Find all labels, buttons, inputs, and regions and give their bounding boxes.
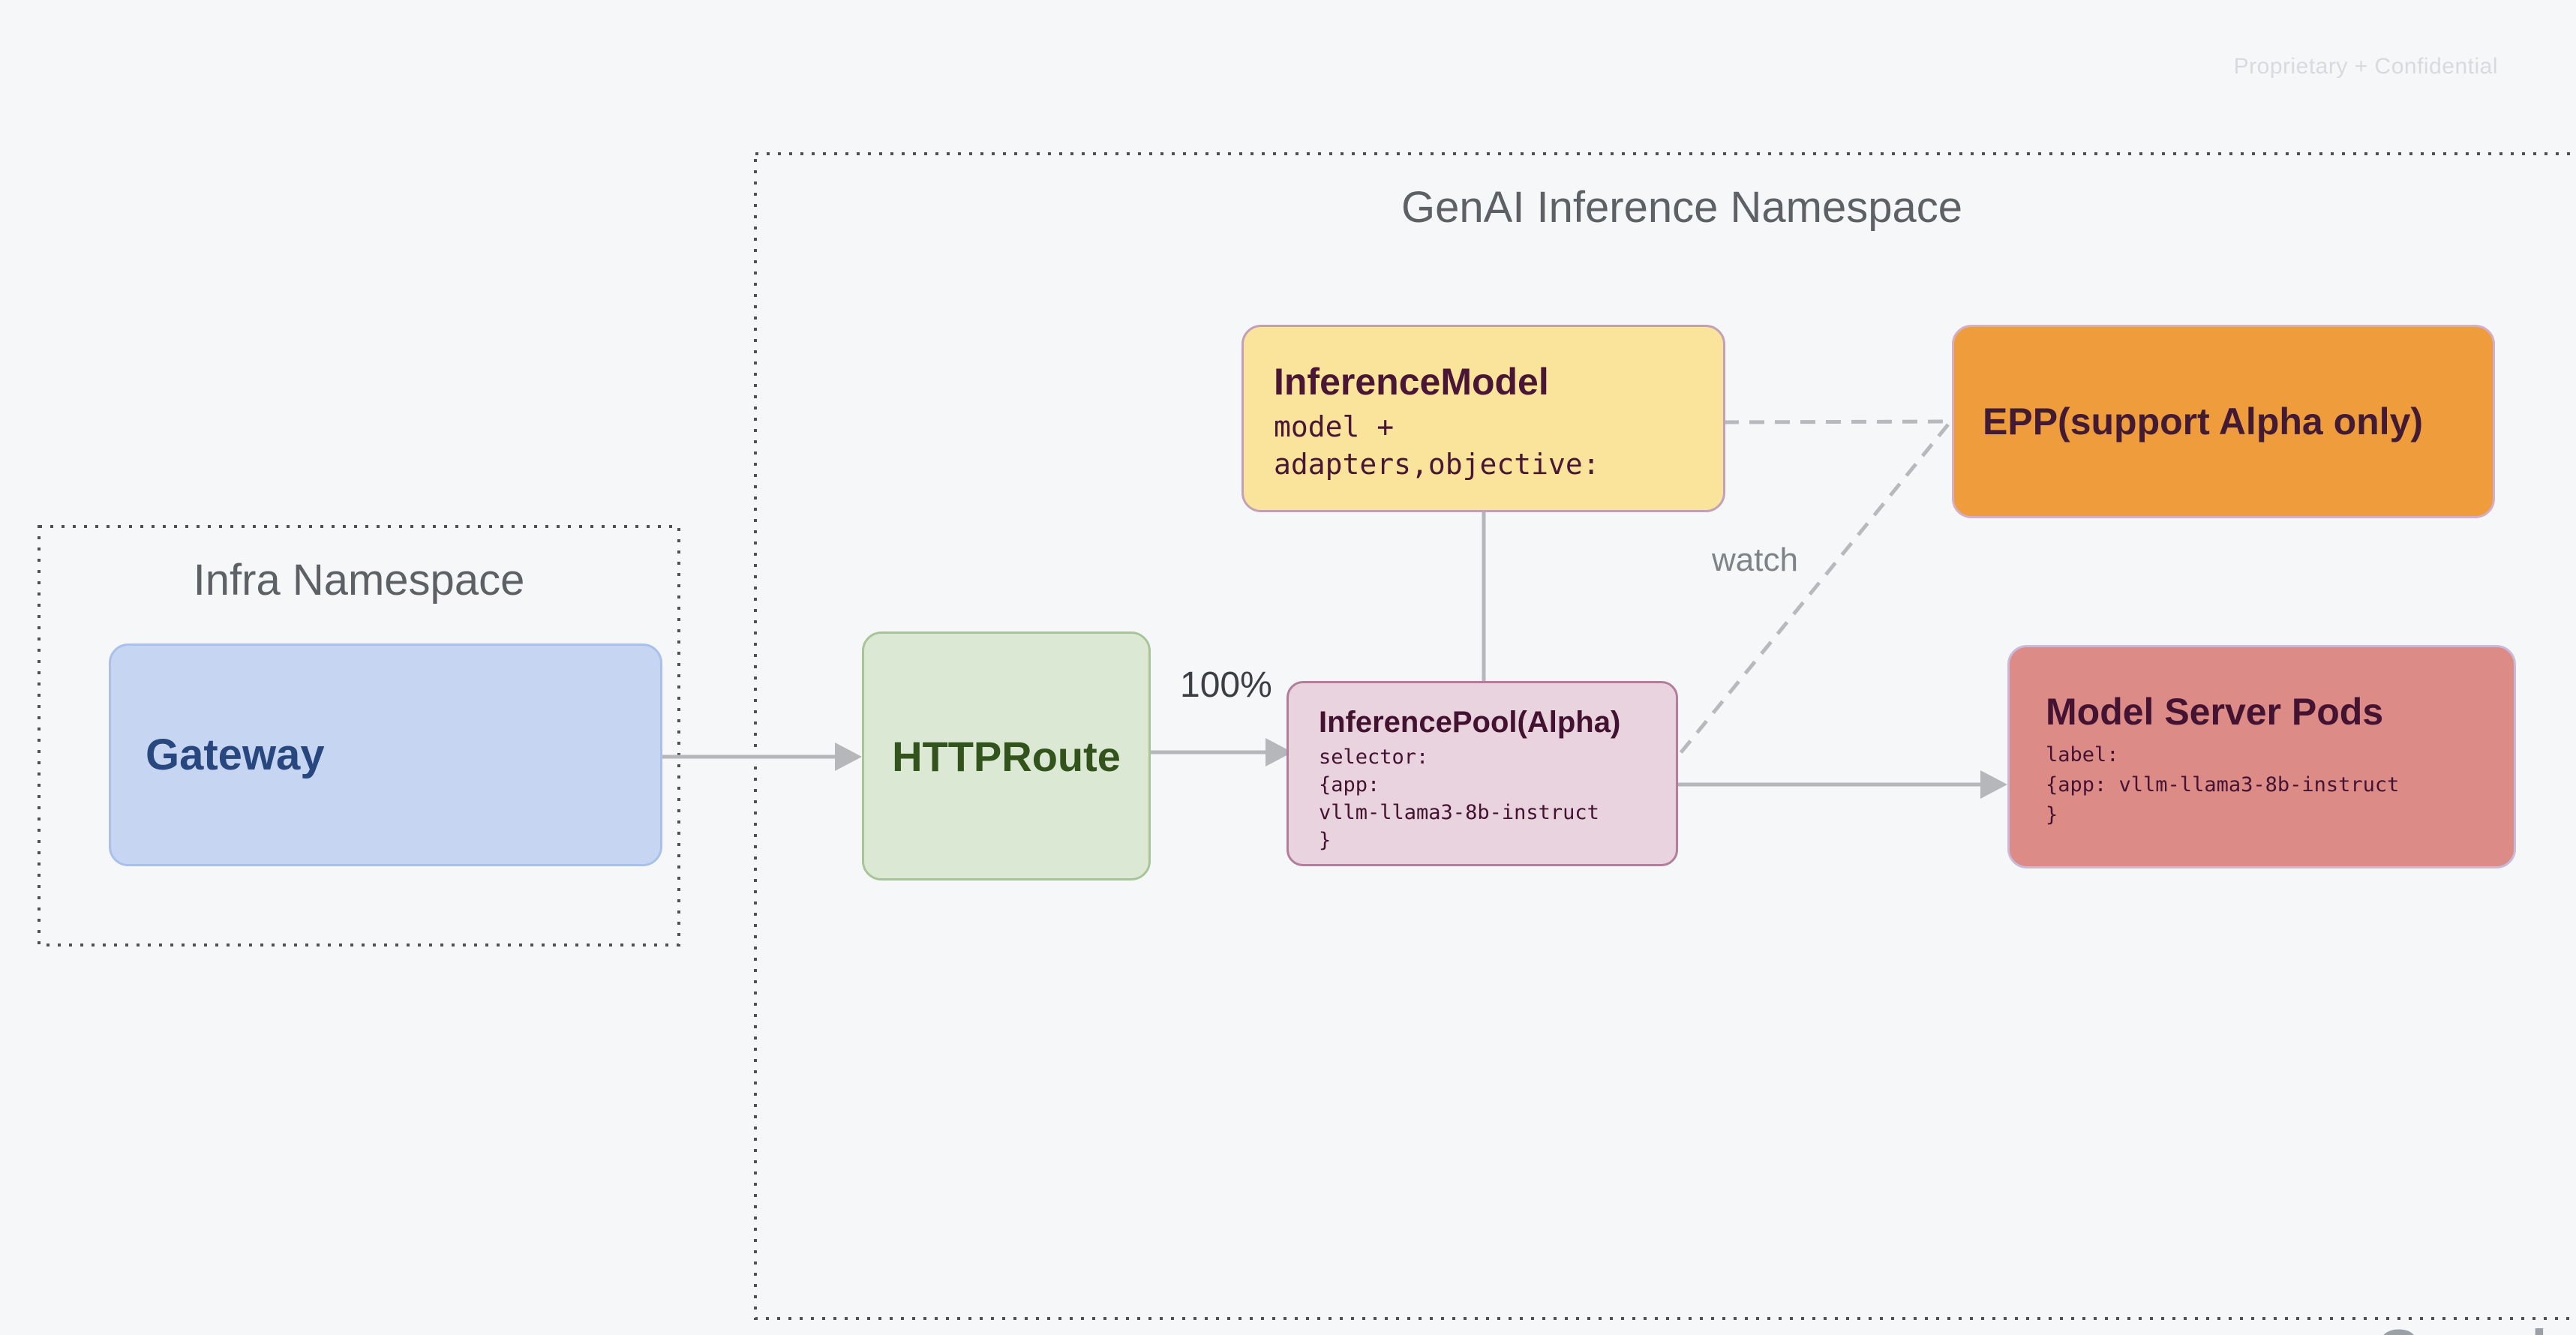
model-server-pods-body-line: }	[2046, 803, 2058, 826]
inference-pool-title: InferencePool(Alpha)	[1319, 706, 1621, 739]
inference-pool-body-line: {app:	[1319, 773, 1380, 796]
node-gateway[interactable]: Gateway	[109, 644, 662, 866]
inference-pool-body-line: selector:	[1319, 746, 1429, 769]
node-model-server-pods[interactable]: Model Server Pods label: {app: vllm-llam…	[2007, 645, 2516, 868]
gateway-label: Gateway	[146, 730, 325, 779]
watermark-proprietary: Proprietary + Confidential	[2233, 54, 2498, 79]
edge-label-watch: watch	[1712, 542, 1798, 578]
inference-model-body-line: adapters,objective:	[1274, 448, 1600, 481]
node-httproute[interactable]: HTTPRoute	[862, 632, 1151, 880]
model-server-pods-title: Model Server Pods	[2046, 691, 2384, 733]
inference-pool-body-line: vllm-llama3-8b-instruct	[1319, 801, 1599, 824]
node-inference-model[interactable]: InferenceModel model + adapters,objectiv…	[1241, 325, 1725, 512]
edge-label-100-percent: 100%	[1180, 665, 1272, 705]
node-epp[interactable]: EPP(support Alpha only)	[1952, 325, 2495, 518]
inference-pool-body-line: }	[1319, 829, 1332, 852]
edge-gateway-httproute-arrowhead	[835, 742, 862, 771]
infra-namespace-title: Infra Namespace	[193, 556, 525, 604]
edge-pool-pods-arrowhead	[1980, 770, 2007, 799]
inference-model-body-line: model +	[1274, 410, 1395, 443]
genai-namespace-title: GenAI Inference Namespace	[1401, 183, 1962, 232]
model-server-pods-body-line: label:	[2046, 743, 2119, 766]
inference-model-title: InferenceModel	[1274, 361, 1549, 403]
epp-label: EPP(support Alpha only)	[1983, 400, 2424, 442]
node-inference-pool[interactable]: InferencePool(Alpha) selector: {app: vll…	[1286, 681, 1678, 866]
httproute-label: HTTPRoute	[892, 732, 1121, 780]
google-logo-partial: Google	[2376, 1318, 2576, 1335]
model-server-pods-body-line: {app: vllm-llama3-8b-instruct	[2046, 773, 2400, 796]
